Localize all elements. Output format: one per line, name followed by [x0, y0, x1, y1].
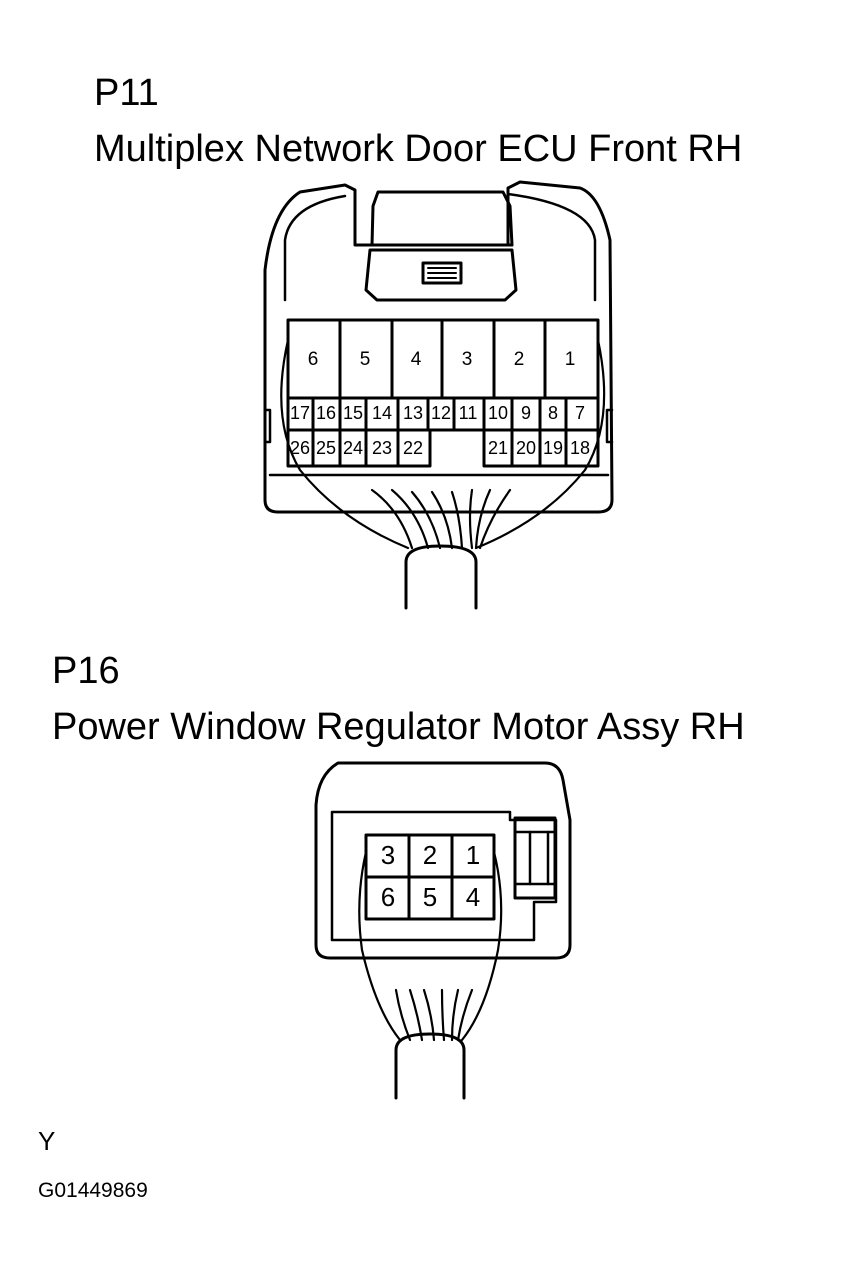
p11-pin-6: 6 [308, 349, 319, 370]
p11-code: P11 [94, 72, 159, 114]
p11-pin-15: 15 [343, 403, 363, 423]
p11-pin-14: 14 [372, 403, 392, 423]
p11-pin-21: 21 [488, 438, 508, 458]
p11-pin-5: 5 [360, 349, 371, 370]
p11-pin-18: 18 [570, 438, 590, 458]
p11-pin-13: 13 [403, 403, 423, 423]
p11-pin-26: 26 [290, 438, 310, 458]
p16-connector-body [314, 761, 572, 960]
p16-pin-5: 5 [423, 882, 437, 912]
p11-pin-9: 9 [521, 403, 531, 423]
p16-wire-harness [358, 850, 503, 1042]
p11-pin-grid [286, 318, 600, 468]
p11-pin-19: 19 [543, 438, 563, 458]
p16-cable [394, 1032, 466, 1100]
p16-pin-grid [364, 833, 496, 921]
p11-name: Multiplex Network Door ECU Front RH [94, 128, 743, 170]
p11-pin-10: 10 [488, 403, 508, 423]
p11-pin-24: 24 [343, 438, 363, 458]
p16-code: P16 [52, 650, 120, 692]
figure-id: G01449869 [38, 1179, 148, 1202]
p11-connector-body [263, 180, 614, 514]
view-letter: Y [38, 1126, 56, 1156]
p11-pin-12: 12 [431, 403, 451, 423]
p16-pin-1: 1 [466, 840, 480, 870]
p16-name: Power Window Regulator Motor Assy RH [52, 706, 745, 748]
p16-pin-6: 6 [381, 882, 395, 912]
p11-pin-7: 7 [575, 403, 585, 423]
p11-pin-11: 11 [459, 403, 478, 423]
p11-pin-2: 2 [514, 349, 525, 370]
p11-pin-4: 4 [411, 349, 422, 370]
p16-pin-2: 2 [423, 840, 437, 870]
p11-pin-1: 1 [565, 349, 576, 370]
p11-pin-23: 23 [372, 438, 392, 458]
p11-wire-harness [280, 338, 606, 550]
p16-pin-4: 4 [466, 882, 480, 912]
p11-pin-3: 3 [462, 349, 473, 370]
p11-pin-16: 16 [316, 403, 336, 423]
p11-pin-22: 22 [403, 438, 423, 458]
p11-pin-17: 17 [290, 403, 310, 423]
p11-pin-25: 25 [316, 438, 336, 458]
p11-pin-8: 8 [548, 403, 558, 423]
p11-pin-20: 20 [516, 438, 536, 458]
p11-cable [404, 544, 478, 610]
p16-pin-3: 3 [381, 840, 395, 870]
